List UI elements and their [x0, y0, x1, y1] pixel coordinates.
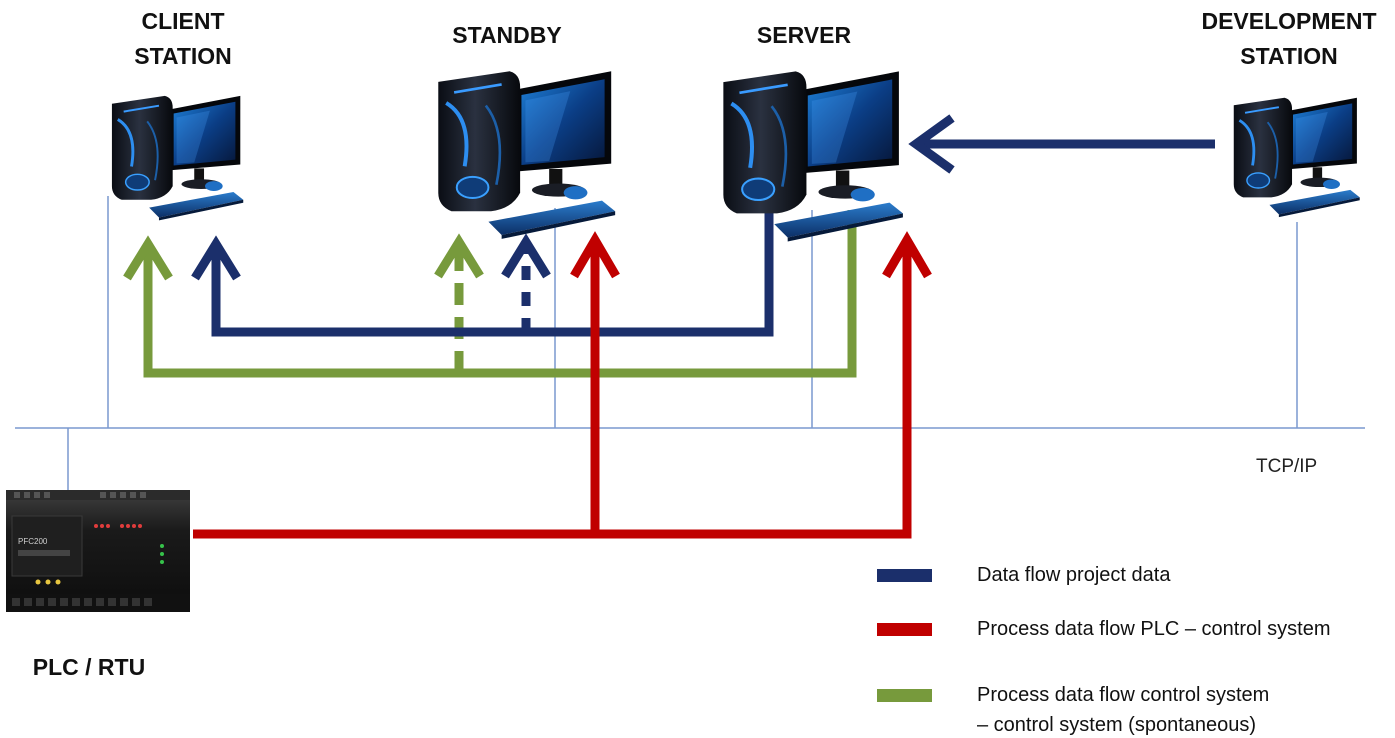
server-title: SERVER — [757, 22, 852, 48]
station-titles: CLIENT STATION STANDBY SERVER DEVELOPMEN… — [33, 8, 1377, 680]
legend: Data flow project data Process data flow… — [877, 564, 1330, 736]
standby-title: STANDBY — [452, 22, 561, 48]
server-computer-icon — [723, 71, 903, 241]
standby-red-arrowhead — [570, 231, 620, 279]
server-navy-arrowhead — [908, 114, 955, 174]
plc-rtu-label: PLC / RTU — [33, 654, 145, 680]
legend-label-plc: Process data flow PLC – control system — [977, 618, 1330, 640]
standby-navy-arrowhead — [501, 233, 551, 279]
legend-label-project: Data flow project data — [977, 564, 1171, 586]
plc-flow-line — [193, 240, 912, 539]
tcp-ip-network — [15, 196, 1365, 492]
legend-swatch-project — [877, 569, 932, 582]
client-station-title-line2: STATION — [134, 43, 232, 69]
standby-computer-icon — [436, 69, 618, 241]
tcp-ip-label: TCP/IP — [1256, 456, 1317, 477]
legend-swatch-plc — [877, 623, 932, 636]
development-station-title-line1: DEVELOPMENT — [1201, 8, 1376, 34]
standby-green-arrowhead — [434, 233, 484, 279]
plc-rtu-device-icon: PFC200 — [6, 490, 190, 612]
spontaneous-flow — [123, 210, 857, 378]
legend-label-spontaneous-line2: – control system (spontaneous) — [977, 714, 1256, 736]
client-station-computer-icon — [110, 94, 245, 222]
plc-process-flow — [193, 231, 932, 539]
spontaneous-flow-line — [143, 210, 857, 378]
project-flow-line — [211, 212, 774, 337]
development-station-computer-icon — [1232, 96, 1362, 219]
client-station-title-line1: CLIENT — [141, 8, 224, 34]
development-station-title-line2: STATION — [1240, 43, 1338, 69]
plc-device-text: PFC200 — [18, 537, 48, 546]
project-data-flow — [191, 114, 1215, 337]
legend-label-spontaneous-line1: Process data flow control system — [977, 684, 1269, 706]
server-red-arrowhead — [882, 231, 932, 279]
client-navy-arrowhead — [191, 235, 241, 281]
legend-swatch-spontaneous — [877, 689, 932, 702]
client-green-arrowhead — [123, 235, 173, 281]
